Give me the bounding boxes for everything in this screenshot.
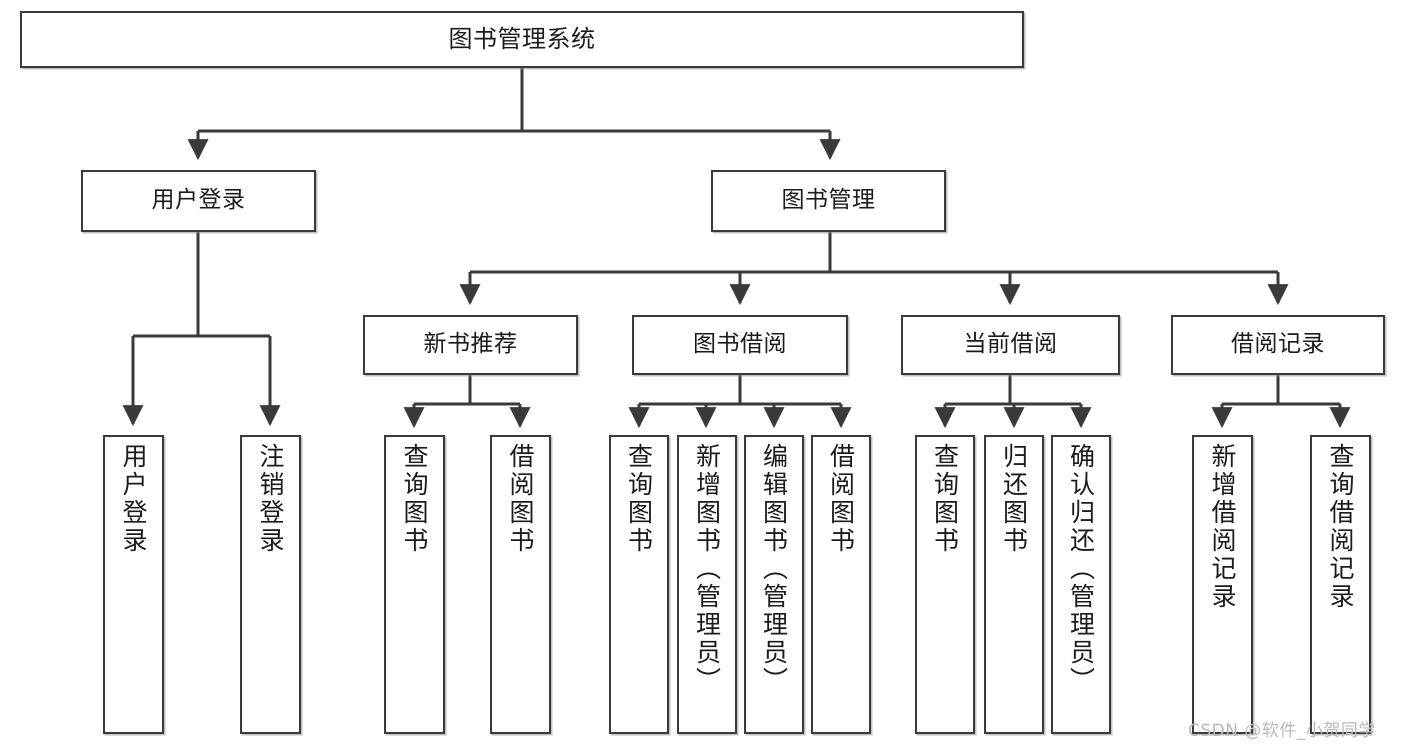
leaf-query-book-3[interactable]: 查询图书 — [915, 435, 975, 734]
csdn-watermark: CSDN @软件_小贺同学 — [1188, 721, 1376, 741]
node-label: 确认归还（管理员） — [1066, 443, 1096, 695]
leaf-borrow-book-2[interactable]: 借阅图书 — [811, 435, 871, 734]
node-current-borrow[interactable]: 当前借阅 — [901, 315, 1120, 375]
node-label: 当前借阅 — [963, 331, 1058, 358]
leaf-user-login[interactable]: 用户登录 — [103, 435, 164, 734]
node-book-borrow[interactable]: 图书借阅 — [632, 315, 848, 375]
leaf-edit-book[interactable]: 编辑图书（管理员） — [744, 435, 804, 734]
leaf-return-book[interactable]: 归还图书 — [984, 435, 1044, 734]
leaf-query-record[interactable]: 查询借阅记录 — [1310, 435, 1371, 734]
node-label: 图书管理系统 — [448, 25, 596, 54]
leaf-user-logout[interactable]: 注销登录 — [240, 435, 301, 734]
leaf-add-book[interactable]: 新增图书（管理员） — [677, 435, 737, 734]
node-label: 借阅图书 — [826, 443, 856, 555]
node-label: 图书借阅 — [693, 331, 787, 358]
node-label: 查询图书 — [624, 443, 654, 555]
node-new-book-recommend[interactable]: 新书推荐 — [363, 315, 578, 375]
node-label: 借阅记录 — [1231, 331, 1325, 358]
node-book-manage[interactable]: 图书管理 — [711, 170, 946, 232]
node-label: 查询借阅记录 — [1326, 443, 1355, 611]
node-borrow-record[interactable]: 借阅记录 — [1171, 315, 1385, 375]
node-label: 归还图书 — [999, 443, 1029, 555]
leaf-borrow-book-1[interactable]: 借阅图书 — [490, 435, 551, 734]
leaf-query-book-1[interactable]: 查询图书 — [384, 435, 445, 734]
node-label: 用户登录 — [151, 187, 246, 214]
node-label: 图书管理 — [781, 187, 876, 214]
node-label: 新增借阅记录 — [1208, 443, 1237, 611]
node-root-system[interactable]: 图书管理系统 — [20, 11, 1024, 68]
leaf-add-record[interactable]: 新增借阅记录 — [1192, 435, 1253, 734]
node-label: 借阅图书 — [506, 443, 535, 555]
node-user-login[interactable]: 用户登录 — [81, 170, 316, 232]
node-label: 查询图书 — [930, 443, 960, 555]
node-label: 用户登录 — [119, 443, 148, 555]
node-label: 编辑图书（管理员） — [759, 443, 789, 695]
leaf-query-book-2[interactable]: 查询图书 — [609, 435, 669, 734]
node-label: 新增图书（管理员） — [692, 443, 722, 695]
node-label: 新书推荐 — [423, 331, 518, 358]
node-label: 查询图书 — [400, 443, 429, 555]
node-label: 注销登录 — [256, 443, 285, 555]
leaf-confirm-return[interactable]: 确认归还（管理员） — [1051, 435, 1111, 734]
